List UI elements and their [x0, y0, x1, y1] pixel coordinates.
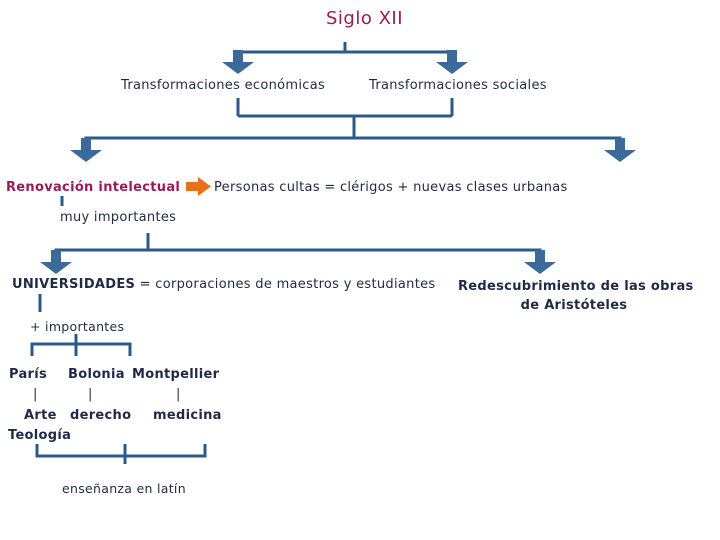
down-arrow-icon	[40, 250, 72, 274]
page-title: Siglo XII	[326, 8, 404, 29]
label-universidades-title: UNIVERSIDADES	[12, 277, 136, 292]
pipe-paris: |	[33, 387, 38, 402]
label-teologia: Teología	[8, 428, 72, 443]
pipe-bolonia: |	[88, 387, 93, 402]
label-redescubrimiento: Redescubrimiento de las obras de Aristót…	[458, 277, 694, 315]
label-city-bolonia: Bolonia	[68, 367, 125, 382]
pipe-montpellier: |	[176, 387, 181, 402]
label-medicina: medicina	[153, 408, 222, 423]
label-arte: Arte	[24, 408, 57, 423]
down-arrow-icon	[222, 50, 254, 74]
label-ensenanza-latin: enseñanza en latín	[62, 481, 186, 496]
down-arrow-icon	[604, 138, 636, 162]
label-transformaciones-economicas: Transformaciones económicas	[121, 78, 326, 93]
label-universidades-desc: = corporaciones de maestros y estudiante…	[135, 277, 436, 292]
down-arrow-icon	[436, 50, 468, 74]
label-muy-importantes: muy importantes	[60, 210, 177, 225]
label-derecho: derecho	[70, 408, 132, 423]
down-arrow-icon	[70, 138, 102, 162]
label-mas-importantes: + importantes	[30, 319, 125, 334]
label-transformaciones-sociales: Transformaciones sociales	[369, 78, 547, 93]
label-city-montpellier: Montpellier	[132, 367, 220, 382]
label-personas-cultas: Personas cultas = clérigos + nuevas clas…	[214, 180, 568, 195]
label-redescubrimiento-line2: de Aristóteles	[520, 298, 628, 313]
label-renovacion-intelectual: Renovación intelectual	[6, 180, 181, 195]
right-arrow-icon	[186, 177, 211, 196]
down-arrow-icon	[524, 250, 556, 274]
label-city-paris: París	[9, 367, 48, 382]
label-universidades: UNIVERSIDADES = corporaciones de maestro…	[12, 277, 435, 292]
label-redescubrimiento-line1: Redescubrimiento de las obras	[458, 279, 694, 294]
